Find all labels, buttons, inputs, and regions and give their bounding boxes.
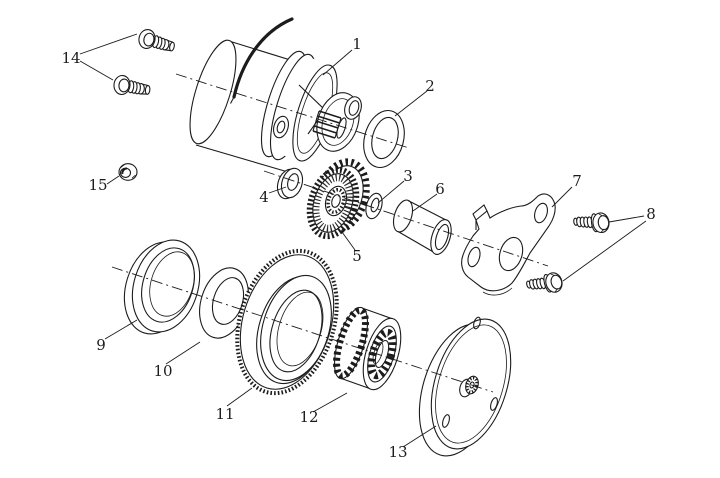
part-2-o-ring	[363, 109, 405, 169]
part-5-drive-gear	[306, 158, 370, 240]
callout-6: 6	[435, 180, 445, 198]
gear-center-axis	[263, 170, 549, 267]
part-12-roller-bearing	[333, 306, 402, 391]
part-9-retainer-ring	[123, 239, 201, 335]
callout-13: 13	[388, 443, 407, 461]
callout-15: 15	[88, 176, 107, 194]
callout-labels: 1 2 3 4 5 6 7 8 9 10 11 12 13 14 15	[61, 35, 655, 461]
part-13-cover-plate	[418, 316, 512, 457]
lower-center-axis	[111, 266, 494, 393]
callout-3: 3	[403, 167, 413, 185]
part-11-ring-gear	[235, 248, 339, 396]
callout-12: 12	[299, 408, 318, 426]
center-axes	[111, 73, 549, 393]
callout-11: 11	[215, 405, 234, 423]
callout-2: 2	[425, 77, 435, 95]
callout-4: 4	[259, 188, 269, 206]
callout-1: 1	[352, 35, 362, 53]
part-14-screws	[112, 27, 178, 98]
leader-lines	[79, 33, 647, 448]
callout-8: 8	[646, 205, 656, 223]
part-6-spacer-sleeve	[392, 199, 452, 255]
part-7-bracket	[461, 193, 556, 296]
part-10-washer	[199, 267, 249, 339]
callout-10: 10	[153, 362, 172, 380]
callout-5: 5	[352, 247, 362, 265]
part-1-starter-motor	[189, 17, 362, 173]
callout-7: 7	[572, 172, 582, 190]
callout-14: 14	[61, 49, 80, 67]
part-3-washer	[365, 192, 383, 220]
callout-9: 9	[96, 336, 106, 354]
part-15-nut	[118, 163, 138, 181]
part-4-washer	[276, 167, 304, 200]
motor-cable	[232, 17, 294, 99]
